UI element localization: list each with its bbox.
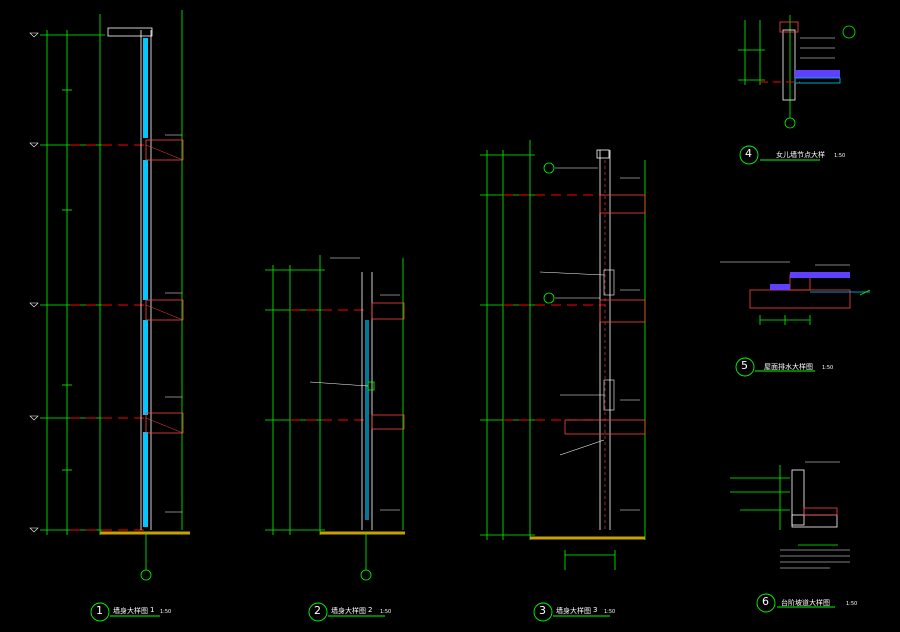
section-2-annotations (309, 257, 400, 511)
detail-6-steps (730, 461, 850, 569)
section-2-title: 墙身大样图 (331, 607, 366, 615)
section-3-sub: 3 (593, 606, 598, 614)
section-2-scale: 1:50 (380, 609, 392, 615)
detail-6-title: 台阶坡道大样图 (781, 599, 830, 607)
detail-4-number: 4 (745, 147, 752, 160)
section-1-floor-lines (70, 144, 145, 531)
detail-5-roof (720, 261, 871, 325)
section-2-number: 2 (314, 604, 321, 617)
section-2-wall (320, 272, 405, 581)
wall-section-3 (480, 140, 646, 570)
section-3-number: 3 (539, 604, 546, 617)
section-1-scale: 1:50 (160, 609, 172, 615)
detail-4-scale: 1:50 (834, 153, 846, 159)
section-3-scale: 1:50 (604, 609, 616, 615)
section-1-sub: 1 (150, 606, 155, 614)
section-1-title: 墙身大样图 (113, 607, 148, 615)
detail-5-number: 5 (741, 359, 748, 372)
title-markers (90, 145, 835, 622)
detail-4-title: 女儿墙节点大样 (776, 151, 825, 159)
section-3-annotations (539, 167, 640, 511)
wall-section-2 (265, 255, 405, 581)
section-3-wall (530, 149, 646, 540)
detail-6-number: 6 (762, 595, 769, 608)
section-3-title: 墙身大样图 (556, 607, 591, 615)
detail-5-title: 屋面排水大样图 (764, 363, 813, 371)
section-1-level-marks (29, 32, 39, 533)
section-1-dimension-chains (40, 10, 183, 535)
section-1-wall (100, 27, 190, 581)
detail-4-parapet (738, 15, 856, 129)
section-2-sub: 2 (368, 606, 373, 614)
section-1-annotations (165, 134, 182, 513)
section-1-number: 1 (96, 604, 103, 617)
detail-6-scale: 1:50 (846, 601, 858, 607)
section-2-floor-lines (290, 309, 365, 421)
wall-section-1 (29, 10, 190, 581)
detail-5-scale: 1:50 (822, 365, 834, 371)
